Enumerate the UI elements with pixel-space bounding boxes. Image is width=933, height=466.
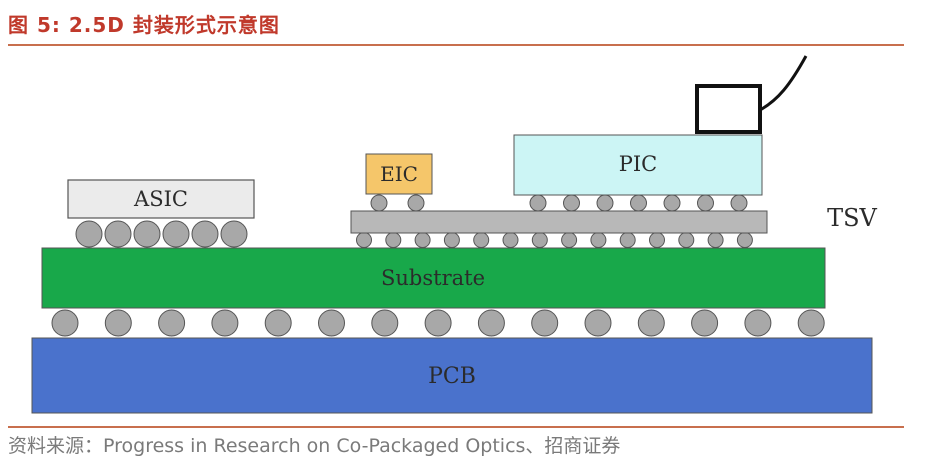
solder-bump: [191, 220, 219, 248]
micro-bump: [730, 194, 748, 212]
solder-bump: [691, 309, 719, 337]
pic-label: PIC: [619, 152, 658, 176]
pcb-block: [31, 337, 873, 414]
solder-bump: [133, 220, 161, 248]
micro-bump: [356, 232, 372, 248]
optical-fiber: [759, 55, 808, 112]
solder-bump: [637, 309, 665, 337]
micro-bump: [385, 232, 402, 248]
solder-bump: [531, 309, 559, 337]
title-divider: [8, 44, 904, 46]
micro-bump: [370, 194, 388, 212]
pcb-label: PCB: [428, 364, 476, 389]
solder-bump: [104, 309, 132, 337]
micro-bump: [596, 194, 614, 212]
micro-bump: [678, 232, 695, 248]
solder-bump: [744, 309, 772, 337]
asic-bump-row: [75, 220, 248, 248]
micro-bump: [531, 232, 548, 248]
micro-bump: [649, 232, 665, 248]
micro-bump: [563, 194, 580, 212]
micro-bump: [707, 232, 724, 248]
eic-chip: [365, 153, 433, 195]
micro-bump: [630, 194, 647, 212]
solder-bump: [424, 309, 452, 337]
solder-bump: [158, 309, 186, 337]
micro-bump: [561, 232, 578, 248]
solder-bump: [220, 220, 248, 248]
solder-bump: [162, 220, 190, 248]
micro-bump: [443, 232, 460, 248]
eic-bump-row: [370, 194, 425, 212]
micro-bump: [736, 232, 753, 248]
substrate-bump-row: [51, 309, 825, 337]
asic-label: ASIC: [133, 187, 188, 211]
micro-bump: [619, 232, 636, 248]
micro-bump: [414, 232, 431, 248]
micro-bump: [407, 194, 425, 212]
asic-chip: [67, 179, 255, 219]
micro-bump: [697, 194, 714, 212]
solder-bump: [371, 309, 399, 337]
pic-bump-row: [529, 194, 748, 212]
solder-bump: [477, 309, 505, 337]
micro-bump: [590, 232, 607, 248]
solder-bump: [51, 309, 79, 337]
solder-bump: [75, 220, 103, 248]
interposer-bump-row: [356, 232, 753, 248]
source-note: 资料来源：Progress in Research on Co-Packaged…: [8, 435, 621, 457]
substrate-label: Substrate: [381, 266, 485, 290]
solder-bump: [264, 309, 292, 337]
pic-chip: [513, 134, 763, 196]
solder-bump: [211, 309, 239, 337]
solder-bump: [584, 309, 612, 337]
source-divider: [8, 426, 904, 428]
solder-bump: [318, 309, 345, 337]
substrate-block: [41, 247, 826, 309]
solder-bump: [104, 220, 132, 248]
tsv-label: TSV: [827, 204, 877, 232]
interposer-bar: [350, 210, 768, 234]
solder-bump: [797, 309, 825, 337]
eic-label: EIC: [380, 162, 418, 186]
micro-bump: [529, 194, 547, 212]
micro-bump: [502, 232, 519, 248]
micro-bump: [473, 232, 490, 248]
figure-title: 图 5: 2.5D 封装形式示意图: [8, 13, 280, 37]
micro-bump: [663, 194, 681, 212]
fiber-connector: [695, 84, 762, 134]
